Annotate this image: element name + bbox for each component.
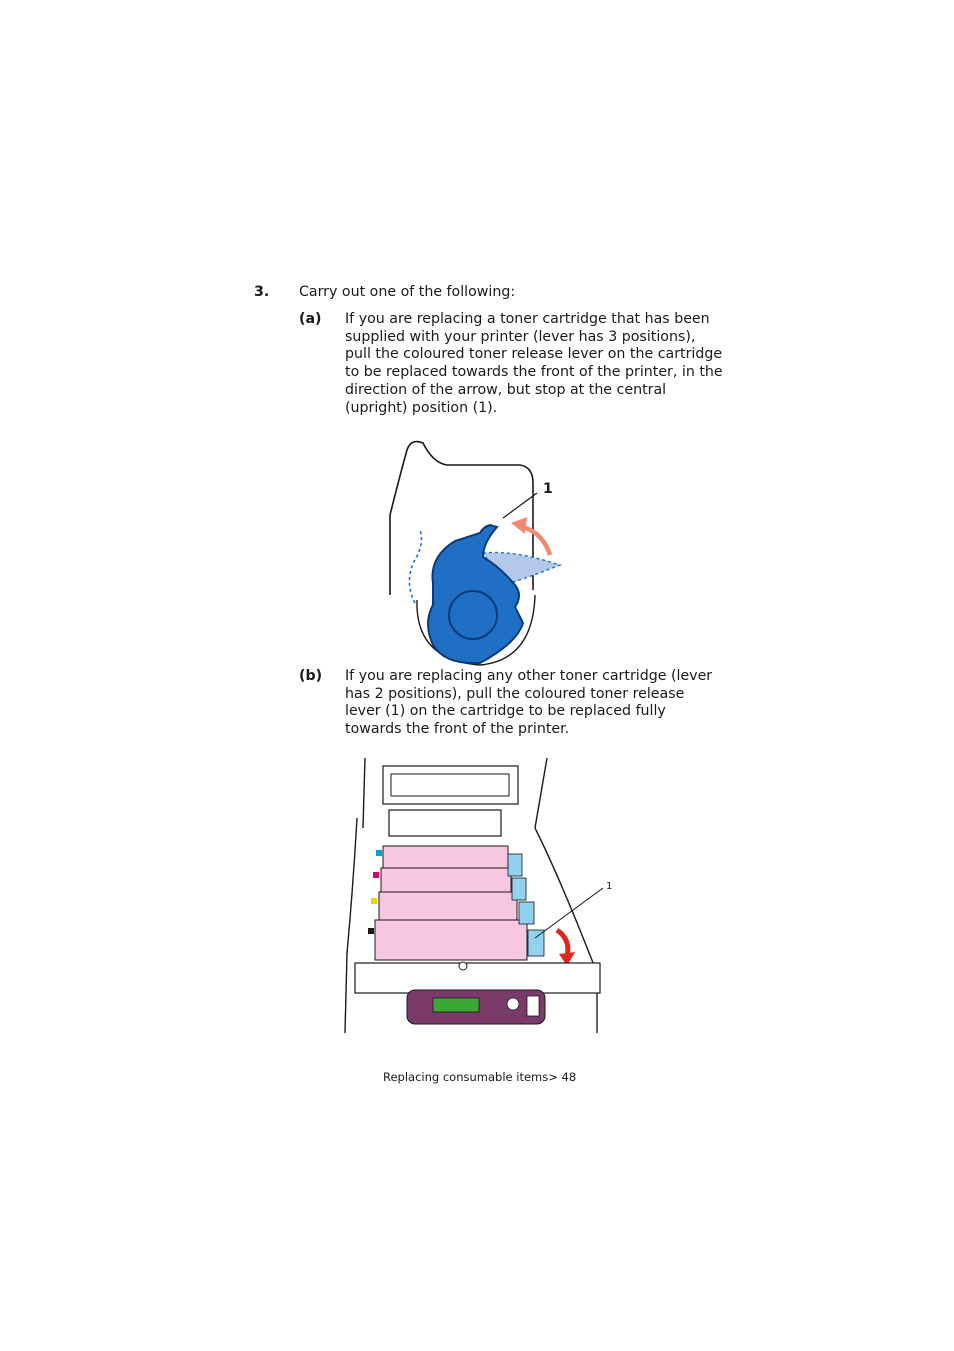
toner-lever-diagram: 1 <box>389 440 563 666</box>
step-number: 3. <box>254 284 270 300</box>
option-a-line: If you are replacing a toner cartridge t… <box>345 311 710 327</box>
option-b-line: towards the front of the printer. <box>345 721 570 738</box>
step-text: Carry out one of the following: <box>299 284 516 300</box>
page-footer: Replacing consumable items> 48 <box>383 1070 577 1084</box>
arrow-icon <box>559 952 575 966</box>
callout-number: 1 <box>543 481 553 497</box>
option-b-line: If you are replacing any other toner car… <box>345 668 713 684</box>
option-b-line: lever (1) on the cartridge to be replace… <box>345 703 666 720</box>
option-a-line: pull the coloured toner release lever on… <box>345 346 723 363</box>
printer-open-top-diagram: 1 <box>344 757 612 1034</box>
option-b-text: If you are replacing any other toner car… <box>345 668 735 739</box>
option-a-label: (a) <box>299 311 322 327</box>
option-a-line: to be replaced towards the front of the … <box>345 364 723 381</box>
option-a-line: direction of the arrow, but stop at the … <box>345 381 667 398</box>
arrow-icon <box>511 517 527 534</box>
option-a-text: If you are replacing a toner cartridge t… <box>345 311 735 417</box>
option-a-line: supplied with your printer (lever has 3 … <box>345 328 696 345</box>
option-a-line: (upright) position (1). <box>345 399 498 416</box>
option-b-line: has 2 positions), pull the coloured tone… <box>345 685 685 702</box>
callout-number: 1 <box>606 881 612 892</box>
option-b-label: (b) <box>299 668 323 684</box>
toner-cartridges <box>368 845 545 961</box>
